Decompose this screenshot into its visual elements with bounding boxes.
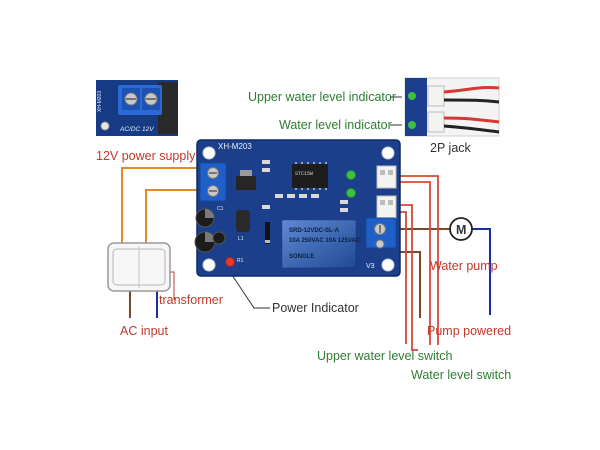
wire-upper-switch-a — [396, 204, 418, 351]
pump-screw-2 — [375, 239, 385, 249]
inductor — [236, 210, 250, 232]
mount-hole-bl — [202, 258, 216, 272]
voltage-regulator — [236, 176, 256, 190]
svg-text:STC15W: STC15W — [295, 171, 313, 177]
wire-12v-a — [121, 167, 205, 255]
wire-level-switch-b — [396, 181, 431, 345]
relay-brand-text: SONGLE — [289, 254, 314, 260]
label-ac-input: AC input — [120, 324, 168, 338]
wire-pump-neutral — [467, 228, 491, 315]
label-upper-level-indicator: Upper water level indicator — [248, 90, 396, 104]
label-power-indicator: Power Indicator — [272, 301, 359, 315]
controller-chip — [292, 164, 328, 188]
mount-hole-br — [381, 258, 395, 272]
main-board: XH-M203 STC15W — [194, 139, 401, 277]
label-level-indicator: Water level indicator — [279, 118, 392, 132]
relay-spec-text: 10A 250VAC 10A 125VAC — [289, 238, 361, 244]
ref-v3: V3 — [366, 263, 375, 270]
motor-letter: M — [456, 223, 466, 237]
jack-connector-lower — [376, 195, 397, 219]
jack-connector-upper — [376, 165, 397, 189]
diode — [265, 222, 270, 244]
jack-top — [427, 85, 445, 107]
label-pump-powered: Pump powered — [427, 324, 511, 338]
jack-inset — [404, 77, 500, 137]
mount-hole-tl — [202, 146, 216, 160]
motor-symbol: M — [449, 217, 473, 241]
label-water-pump: Water pump — [430, 259, 498, 273]
label-transformer: transformer — [159, 293, 223, 307]
mount-hole-tr — [381, 146, 395, 160]
terminal-inset: XH-M203 AC/DC 12V — [96, 80, 178, 136]
inset-connector-edge — [158, 82, 178, 134]
jack-bottom — [427, 111, 445, 133]
leader-power-indicator — [229, 271, 270, 309]
level-led — [408, 121, 416, 129]
svg-text:C1: C1 — [217, 206, 224, 212]
label-12v-power-supply: 12V power supply — [96, 149, 196, 163]
wire-12v-b — [145, 189, 205, 255]
power-indicator-led — [225, 257, 235, 267]
label-2p-jack: 2P jack — [430, 141, 472, 155]
label-level-switch: Water level switch — [411, 368, 511, 382]
svg-text:L1: L1 — [238, 236, 244, 242]
label-upper-level-switch: Upper water level switch — [317, 349, 453, 363]
inset-voltage-text: AC/DC 12V — [119, 126, 154, 133]
board-led-level — [346, 188, 356, 198]
capacitor-3 — [212, 231, 226, 245]
relay-model-text: SRD-12VDC-SL-A — [289, 228, 340, 234]
wire-level-switch-a — [396, 175, 439, 345]
power-terminal-block — [199, 162, 227, 202]
svg-text:R1: R1 — [237, 258, 244, 264]
inset-model-text: XH-M203 — [97, 91, 103, 112]
upper-level-led — [408, 92, 416, 100]
board-model-label: XH-M203 — [218, 142, 252, 151]
board-led-upper — [346, 170, 356, 180]
jack-inset-pcb — [405, 78, 427, 136]
transformer — [107, 242, 171, 292]
motor-circle — [449, 217, 473, 241]
